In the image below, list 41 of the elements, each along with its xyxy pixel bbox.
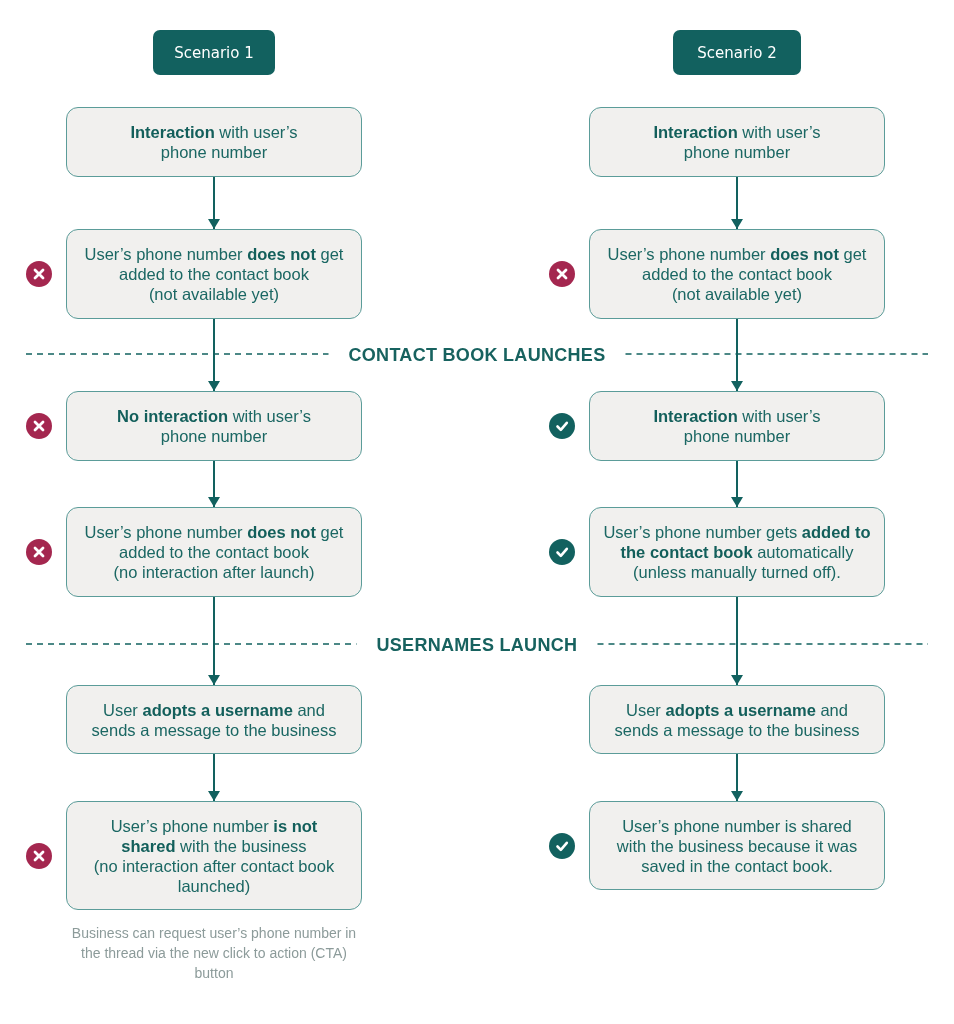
milestone-label: USERNAMES LAUNCH (376, 634, 578, 656)
process-box (589, 229, 885, 319)
note-text: Business can request user’s phone number in the thread via the new click to action (CTA) button (70, 924, 358, 983)
arrow (208, 596, 220, 686)
process-box (66, 229, 362, 319)
arrow (731, 596, 743, 686)
arrow (731, 753, 743, 802)
step-text: User’s phone number does not get added to the contact book (no interaction after launch) (83, 522, 345, 582)
step-text: User’s phone number is not shared with the business (no interaction after contact book launched) (92, 815, 336, 896)
arrow (731, 460, 743, 508)
process-box (66, 107, 362, 177)
process-box (589, 107, 885, 177)
process-box (66, 391, 362, 461)
step-text: Interaction with user’s phone number (652, 406, 822, 446)
arrow (731, 176, 743, 230)
process-box (66, 685, 362, 754)
process-box (66, 801, 362, 910)
scenario-title: Scenario 1 (174, 43, 254, 62)
step-text: User’s phone number is shared with the business because it was saved in the contact book. (615, 815, 859, 876)
step-text: User adopts a username and sends a message to the business (90, 699, 338, 740)
process-box (66, 507, 362, 597)
arrow (208, 318, 220, 392)
arrow (208, 753, 220, 802)
process-box (589, 801, 885, 890)
process-box (589, 685, 885, 754)
process-box (589, 391, 885, 461)
scenario-header (153, 30, 275, 75)
step-text: No interaction with user’s phone number (116, 406, 312, 446)
arrow (208, 176, 220, 230)
scenario-title: Scenario 2 (697, 43, 777, 62)
scenario-header (673, 30, 801, 75)
arrow (208, 460, 220, 508)
step-text: User’s phone number gets added to the contact book automatically (unless manually turned off). (602, 522, 872, 582)
arrow (731, 318, 743, 392)
process-box (589, 507, 885, 597)
step-text: Interaction with user’s phone number (652, 122, 822, 162)
step-text: User’s phone number does not get added to the contact book (not available yet) (83, 244, 345, 304)
step-text: User’s phone number does not get added to the contact book (not available yet) (606, 244, 868, 304)
step-text: User adopts a username and sends a message to the business (613, 699, 861, 740)
step-text: Interaction with user’s phone number (129, 122, 299, 162)
milestone-label: CONTACT BOOK LAUNCHES (348, 344, 606, 366)
